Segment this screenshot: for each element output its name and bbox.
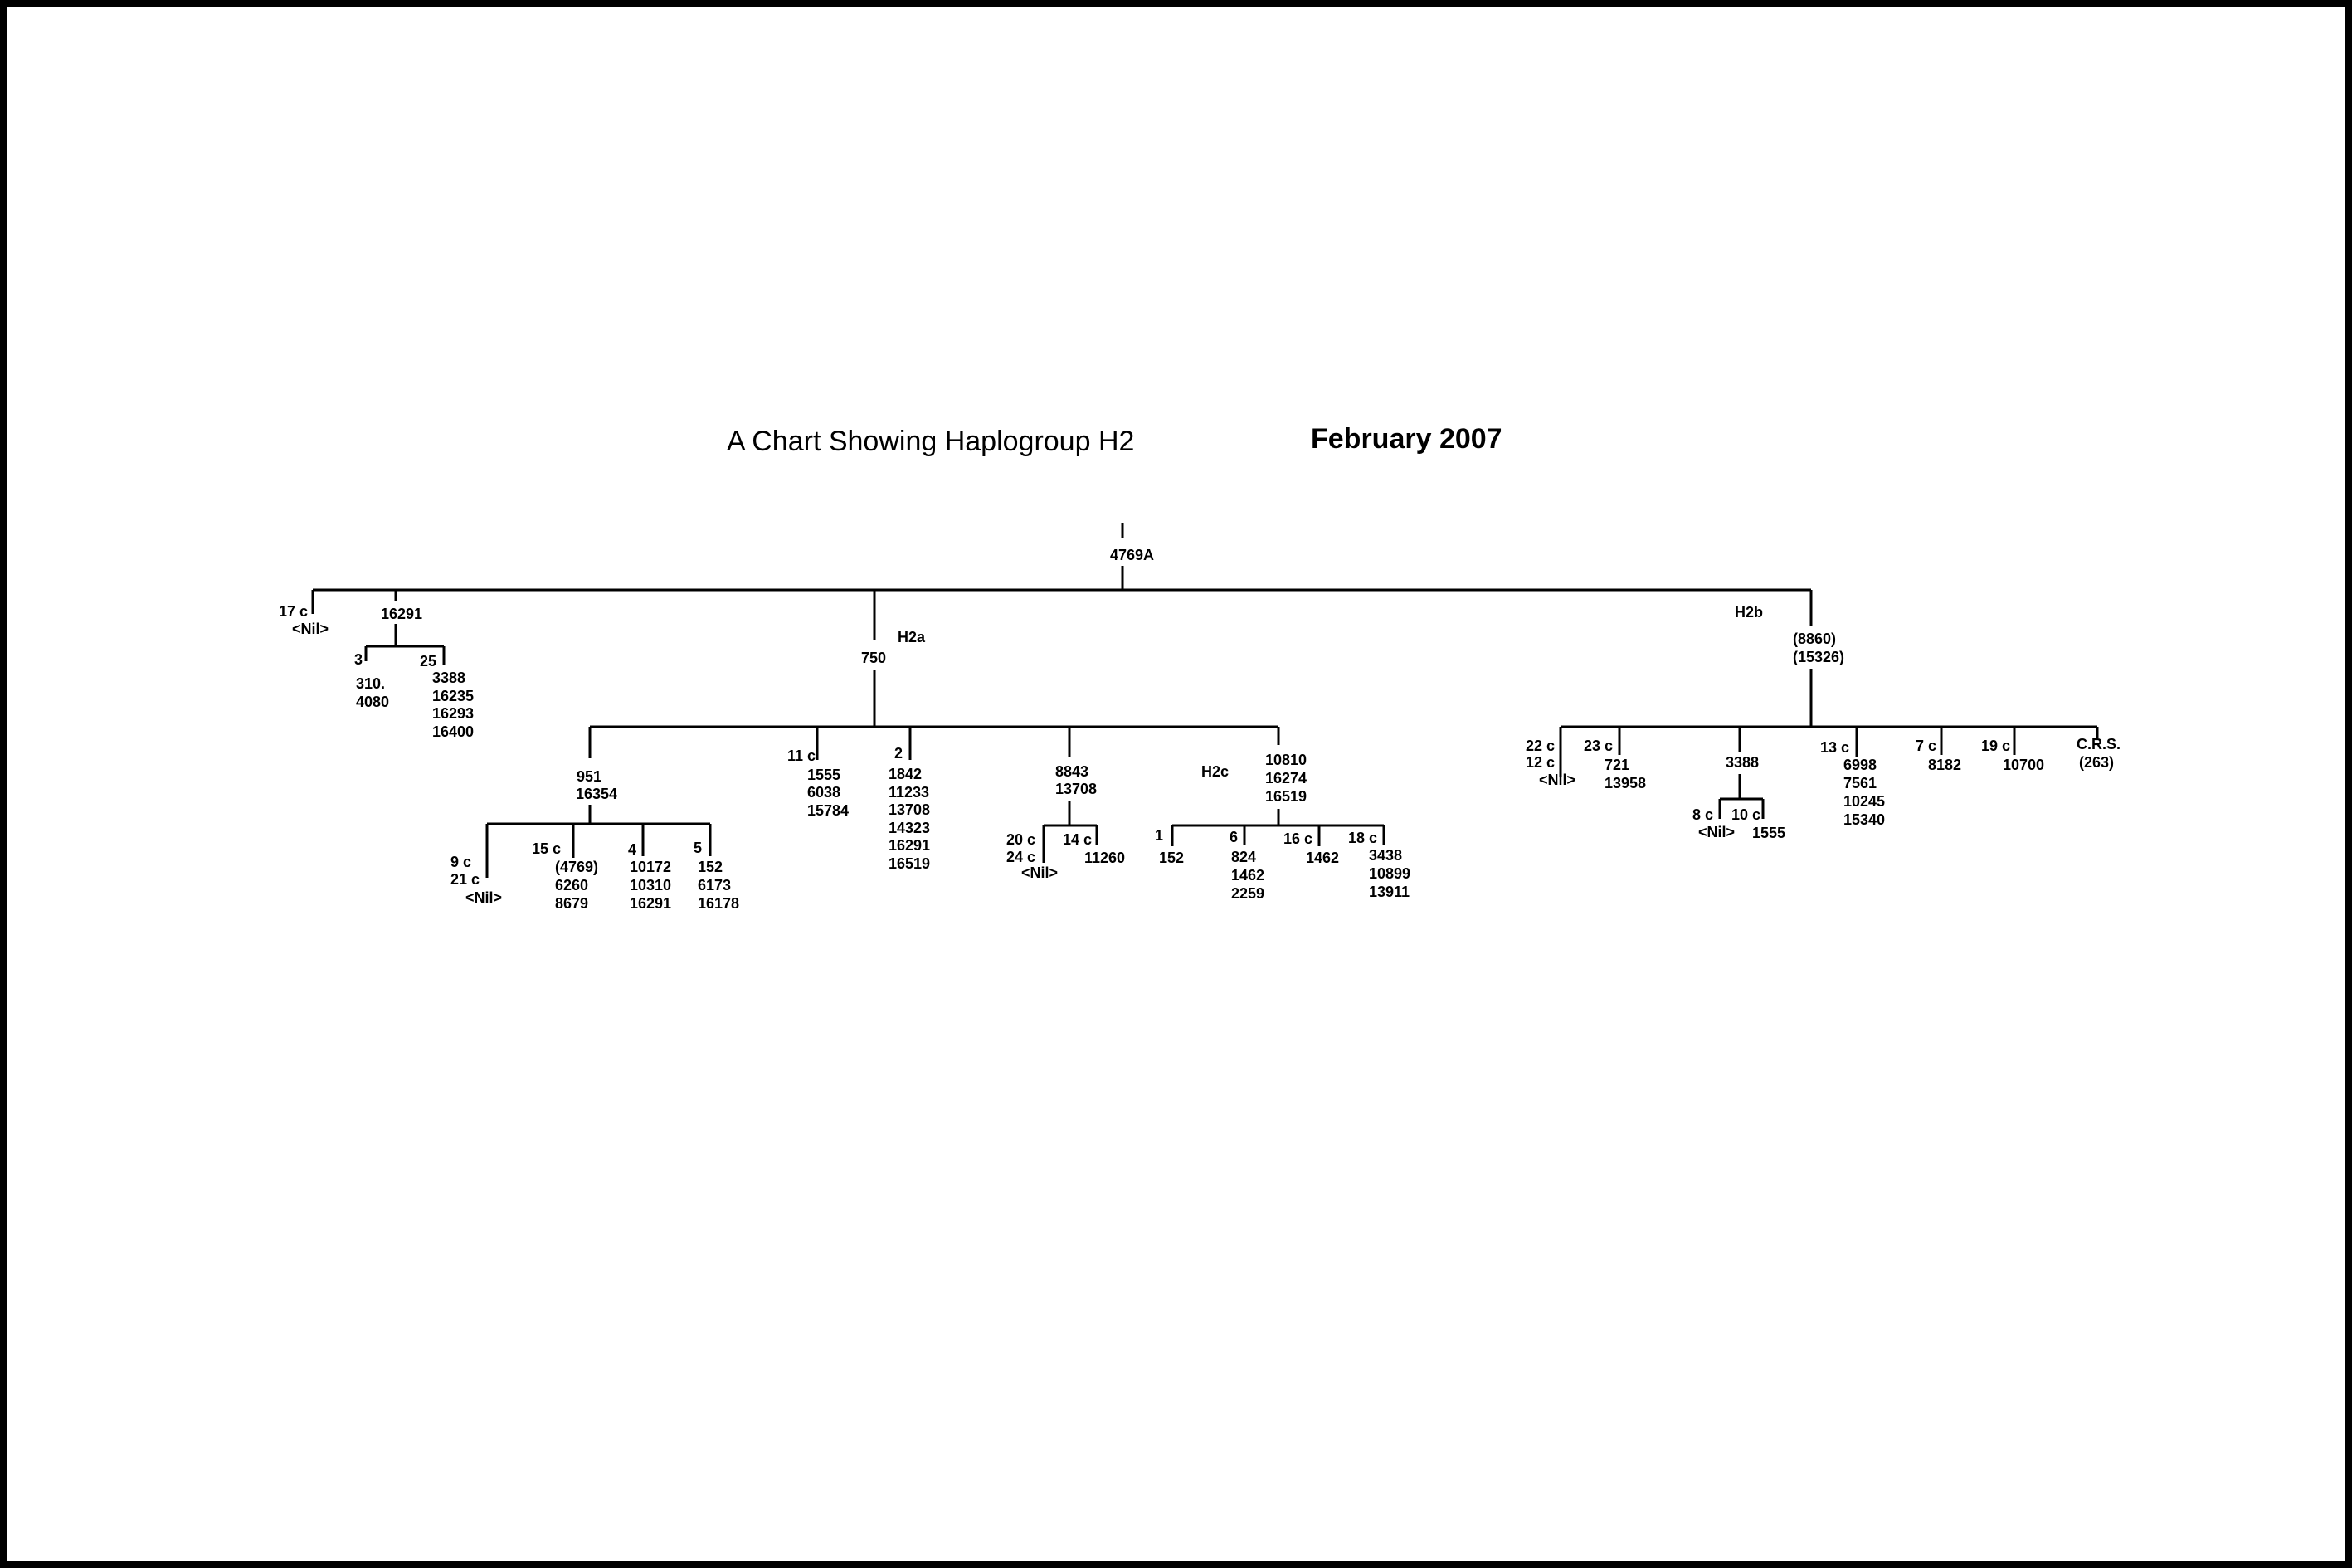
node-4-value-2: 16291 (630, 895, 671, 912)
node-10810-value-0: 10810 (1265, 752, 1307, 768)
node-18c-value-0: 3438 (1369, 847, 1402, 864)
node-6-value-2: 2259 (1231, 885, 1264, 902)
node-5-label: 5 (694, 840, 702, 856)
node-25-value-3: 16400 (432, 723, 474, 740)
node-15c-value-0: (4769) (555, 859, 598, 875)
node-10c-value: 1555 (1752, 825, 1785, 841)
node-crs-label: C.R.S. (2077, 736, 2121, 752)
node-14c-label: 14 c (1063, 831, 1092, 848)
node-1-value: 152 (1159, 850, 1184, 866)
node-21c-label: 21 c (450, 871, 480, 888)
node-19c-label: 19 c (1981, 738, 2010, 754)
node-13c-value-3: 15340 (1843, 811, 1885, 828)
node-750-label: 750 (861, 650, 886, 666)
node-2-value-0: 1842 (889, 766, 922, 782)
node-23c-label: 23 c (1584, 738, 1613, 754)
node-3-value-0: 310. (356, 675, 385, 692)
node-15c-label: 15 c (532, 840, 561, 857)
node-20c-label: 20 c (1006, 831, 1035, 848)
node-2-value-4: 16291 (889, 837, 930, 854)
node-8860-value-0: (8860) (1793, 631, 1836, 647)
chart-date: February 2007 (1311, 423, 1502, 455)
node-16c-value: 1462 (1306, 850, 1339, 866)
tree-labels: 4769A 17 c <Nil> 16291 3 310. 4080 25 33… (279, 547, 2121, 912)
node-6-label: 6 (1230, 829, 1238, 845)
node-7c-label: 7 c (1916, 738, 1936, 754)
node-17c-nil: <Nil> (292, 621, 329, 637)
node-13c-value-2: 10245 (1843, 793, 1885, 810)
node-20c-nil: <Nil> (1021, 864, 1058, 881)
node-18c-value-1: 10899 (1369, 865, 1410, 882)
node-25-value-0: 3388 (432, 670, 465, 686)
h2a-label: H2a (898, 629, 926, 645)
node-23c-value-1: 13958 (1605, 775, 1646, 791)
node-15c-value-1: 6260 (555, 877, 588, 894)
node-10810-value-1: 16274 (1265, 770, 1307, 786)
node-951-value-1: 16354 (576, 786, 617, 802)
node-14c-value: 11260 (1084, 850, 1125, 866)
node-15c-value-2: 8679 (555, 895, 588, 912)
node-8c-label: 8 c (1692, 806, 1713, 823)
node-4-label: 4 (628, 841, 636, 858)
node-8c-nil: <Nil> (1698, 824, 1735, 840)
node-3-label: 3 (354, 651, 363, 668)
node-13c-value-0: 6998 (1843, 757, 1877, 773)
root-node-label: 4769A (1110, 547, 1154, 563)
node-8843-value-0: 8843 (1055, 763, 1088, 780)
node-crs-value: (263) (2079, 754, 2114, 771)
node-11c-value-0: 1555 (807, 767, 840, 783)
node-25-label: 25 (420, 653, 436, 670)
node-9c-label: 9 c (450, 854, 471, 870)
h2b-label: H2b (1735, 604, 1763, 621)
node-11c-value-1: 6038 (807, 784, 840, 801)
node-25-value-1: 16235 (432, 688, 474, 704)
node-23c-value-0: 721 (1605, 757, 1629, 773)
node-17c-label: 17 c (279, 603, 308, 620)
node-2-value-2: 13708 (889, 801, 930, 818)
node-8860-value-1: (15326) (1793, 649, 1844, 665)
node-12c-label: 12 c (1526, 754, 1555, 771)
node-7c-value: 8182 (1928, 757, 1961, 773)
node-10c-label: 10 c (1731, 806, 1760, 823)
node-22c-nil: <Nil> (1539, 772, 1575, 788)
node-3388-label: 3388 (1726, 754, 1759, 771)
chart-title: A Chart Showing Haplogroup H2 (727, 426, 1134, 457)
node-22c-label: 22 c (1526, 738, 1555, 754)
node-25-value-2: 16293 (432, 705, 474, 722)
node-11c-label: 11 c (787, 747, 816, 764)
node-3-value-1: 4080 (356, 694, 389, 710)
node-2-value-3: 14323 (889, 820, 930, 836)
node-18c-value-2: 13911 (1369, 884, 1410, 900)
node-9c-nil: <Nil> (465, 889, 502, 906)
node-4-value-0: 10172 (630, 859, 671, 875)
node-19c-value: 10700 (2003, 757, 2044, 773)
node-8843-value-1: 13708 (1055, 781, 1097, 797)
node-11c-value-2: 15784 (807, 802, 849, 819)
node-18c-label: 18 c (1348, 830, 1377, 846)
node-2-label: 2 (894, 745, 903, 762)
h2c-label: H2c (1201, 763, 1229, 780)
node-24c-label: 24 c (1006, 849, 1035, 865)
node-951-value-0: 951 (577, 768, 601, 785)
node-5-value-1: 6173 (698, 877, 731, 894)
node-5-value-0: 152 (698, 859, 723, 875)
node-13c-value-1: 7561 (1843, 775, 1877, 791)
node-2-value-1: 11233 (889, 784, 929, 801)
node-6-value-0: 824 (1231, 849, 1256, 865)
node-2-value-5: 16519 (889, 855, 930, 872)
node-5-value-2: 16178 (698, 895, 739, 912)
node-16c-label: 16 c (1283, 830, 1312, 847)
tree-connectors (311, 523, 2099, 878)
node-13c-label: 13 c (1820, 739, 1849, 756)
node-10810-value-2: 16519 (1265, 788, 1307, 805)
node-4-value-1: 10310 (630, 877, 671, 894)
node-6-value-1: 1462 (1231, 867, 1264, 884)
node-16291-label: 16291 (381, 606, 422, 622)
node-1-label: 1 (1155, 827, 1163, 844)
